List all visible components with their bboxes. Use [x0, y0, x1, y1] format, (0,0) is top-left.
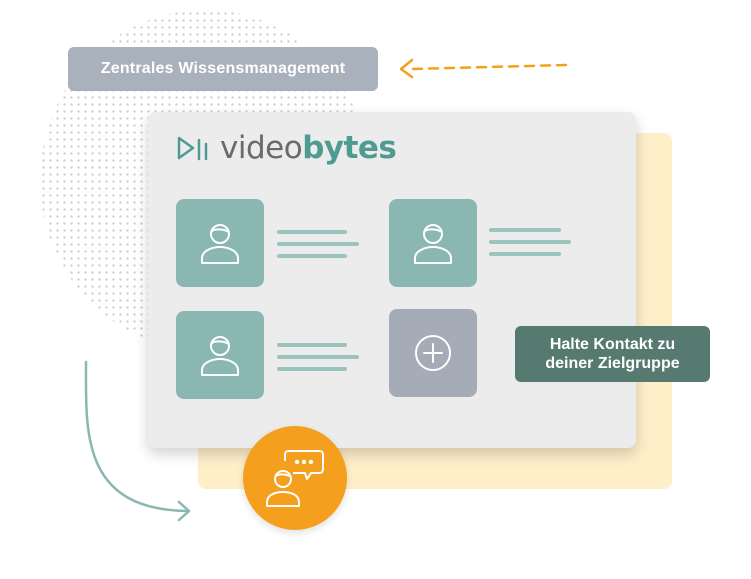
profile-tile-2[interactable]: [389, 199, 477, 287]
logo-text-bytes: bytes: [302, 130, 397, 166]
contact-audience-line-2: deiner Zielgruppe: [545, 355, 680, 372]
logo-text-video: video: [220, 130, 303, 166]
contact-audience-tag: Halte Kontakt zu deiner Zielgruppe: [515, 326, 710, 382]
profile-tile-3[interactable]: [176, 311, 264, 399]
knowledge-management-tag: Zentrales Wissensmanagement: [68, 47, 378, 91]
profile-text-lines-2: [489, 228, 573, 264]
profile-text-lines-3: [277, 343, 361, 379]
user-icon: [201, 224, 239, 264]
user-icon: [201, 336, 239, 376]
profile-text-lines-1: [277, 230, 361, 266]
knowledge-management-label: Zentrales Wissensmanagement: [100, 60, 346, 77]
play-logo-icon: [177, 136, 208, 161]
plus-circle-icon: [415, 335, 451, 371]
user-icon: [414, 224, 452, 264]
profile-tile-1[interactable]: [176, 199, 264, 287]
add-profile-button[interactable]: [389, 309, 477, 397]
user-chat-icon: [266, 450, 324, 507]
curved-arrow-icon: [84, 360, 191, 522]
contact-audience-line-1: Halte Kontakt zu: [549, 336, 676, 353]
dashed-arrow-left-icon: [399, 58, 568, 79]
chat-badge[interactable]: [243, 426, 347, 530]
